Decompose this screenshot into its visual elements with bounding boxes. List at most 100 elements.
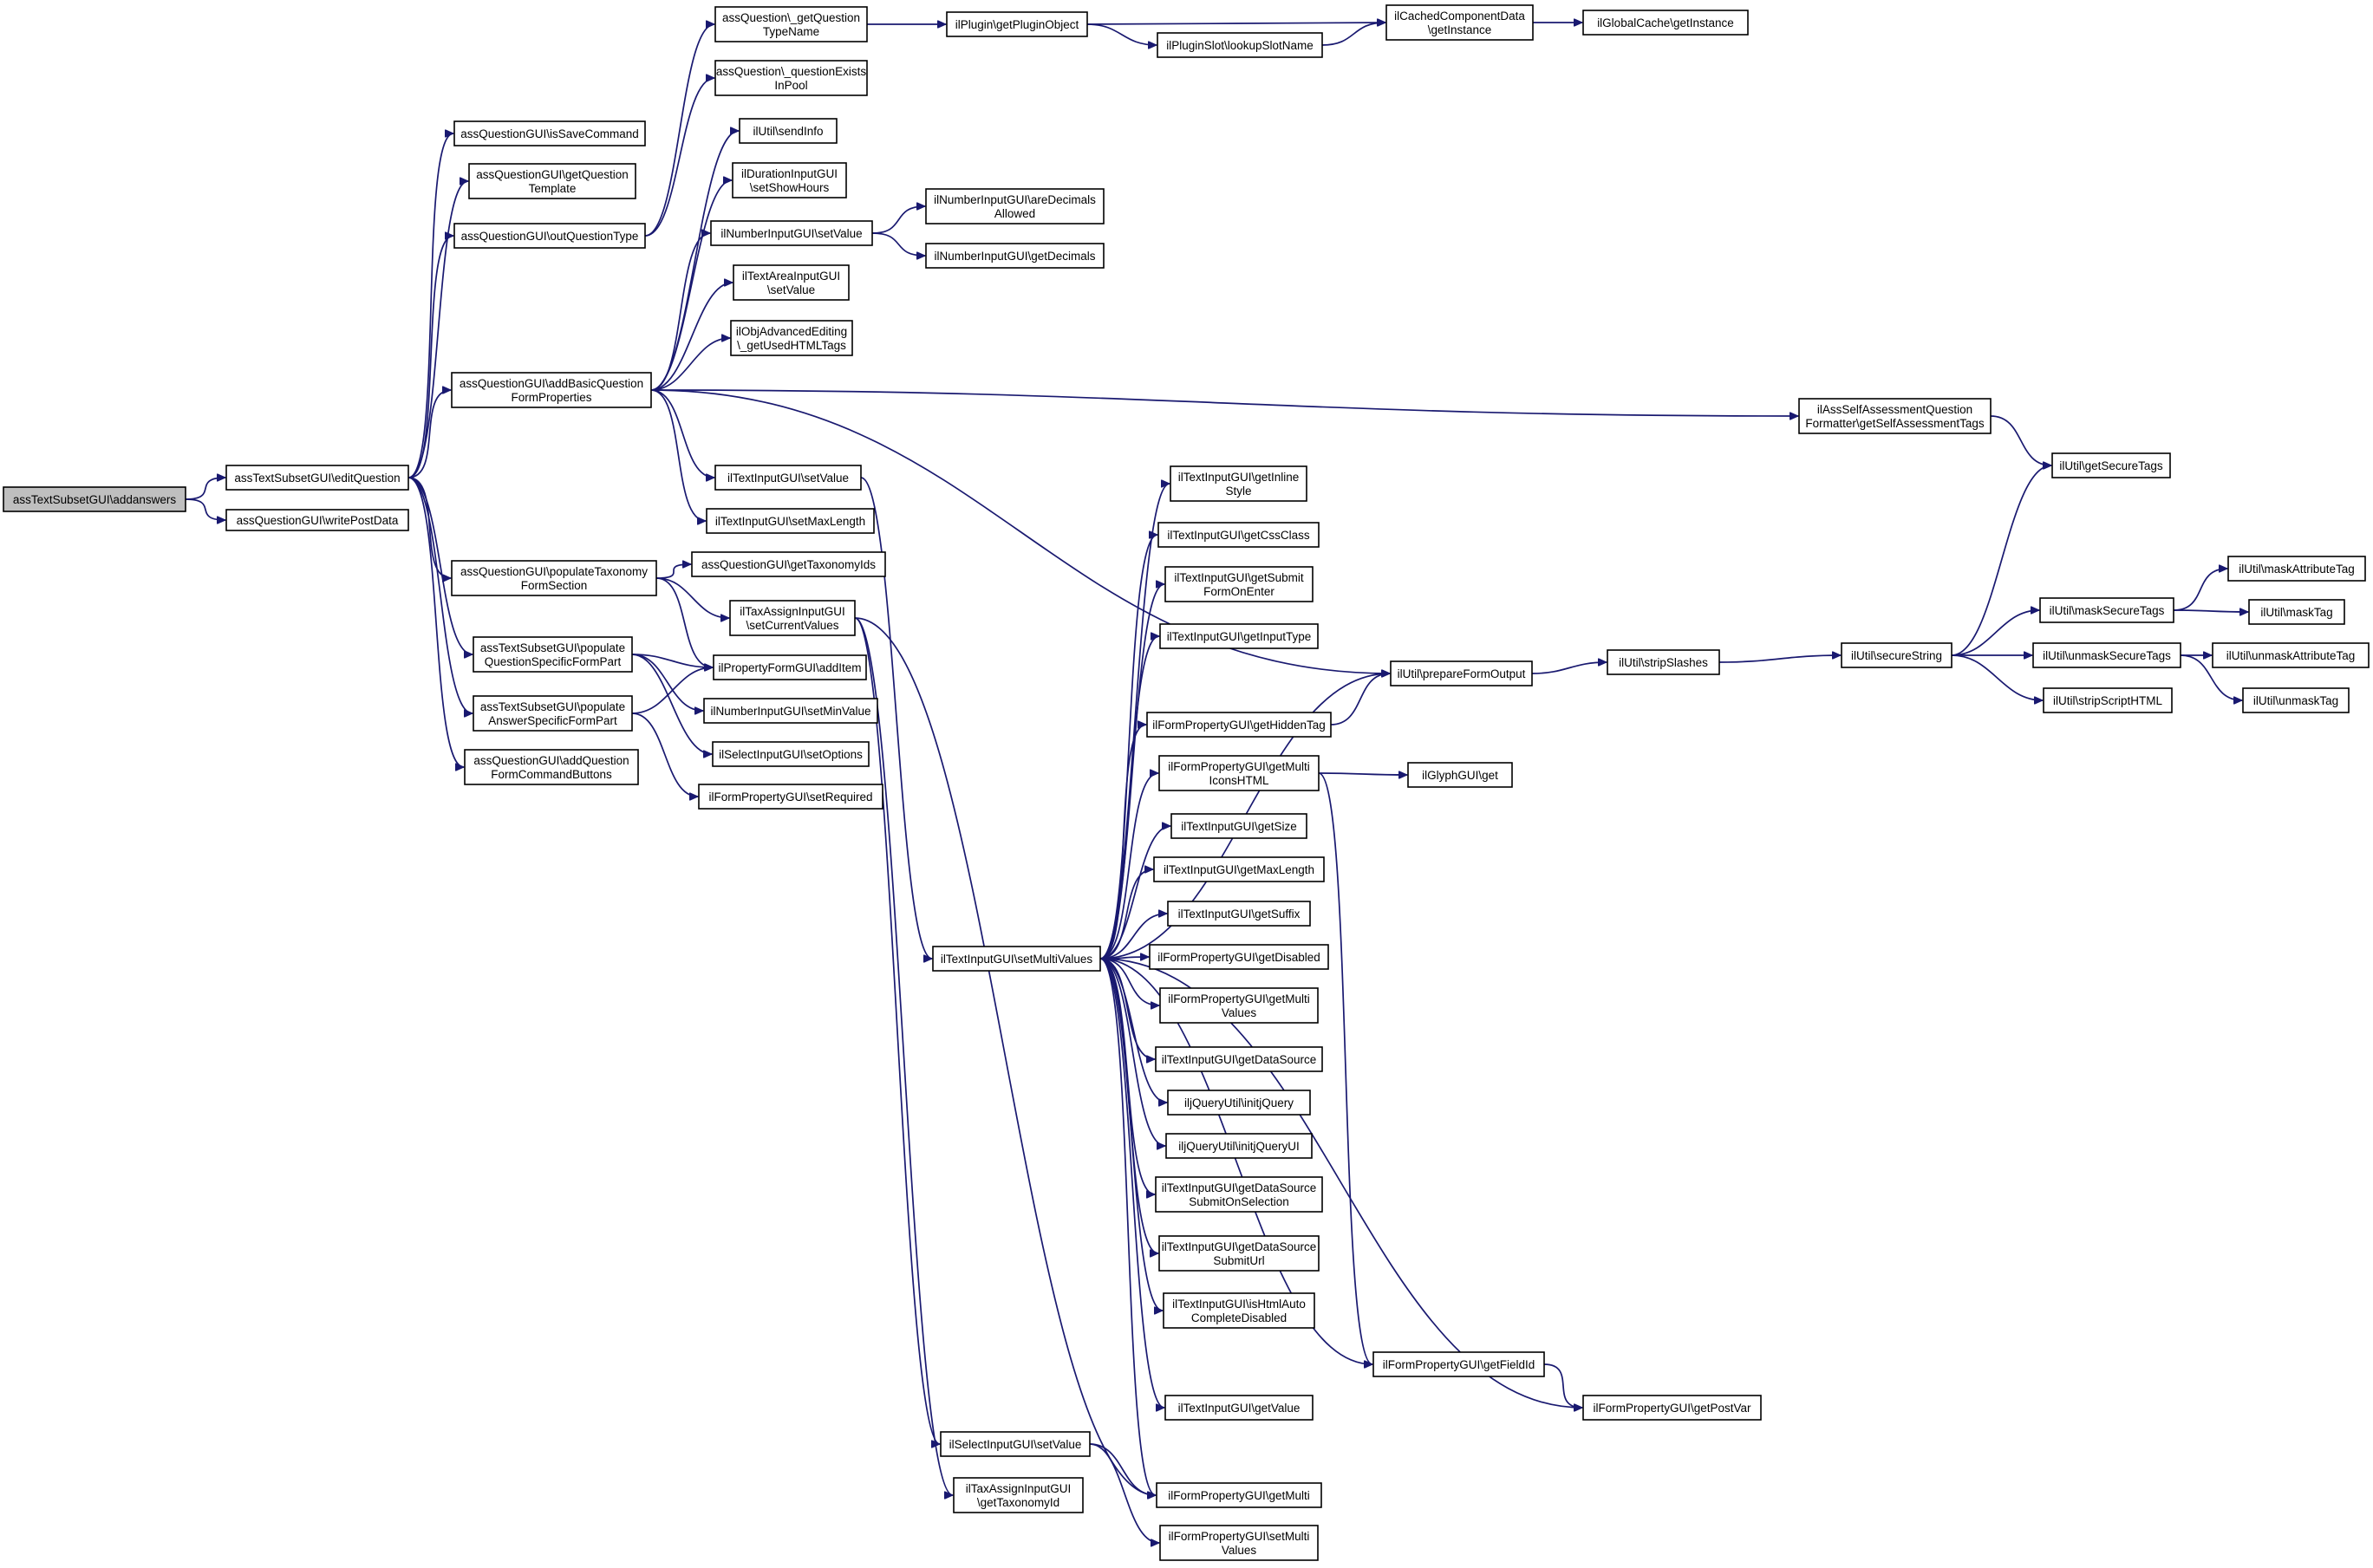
node-get-tax-ids[interactable]: assQuestionGUI\getTaxonomyIds xyxy=(691,551,886,577)
node-ti-get-val[interactable]: ilTextInputGUI\getValue xyxy=(1164,1395,1314,1421)
node-box xyxy=(2051,452,2171,478)
node-fp-set-req[interactable]: ilFormPropertyGUI\setRequired xyxy=(698,784,883,810)
node-html-auto[interactable]: ilTextInputGUI\isHtmlAutoCompleteDisable… xyxy=(1163,1292,1315,1329)
node-hidden[interactable]: ilFormPropertyGUI\getHiddenTag xyxy=(1146,712,1332,738)
node-edit[interactable]: assTextSubsetGUI\editQuestion xyxy=(225,465,409,491)
node-box xyxy=(1159,1525,1319,1561)
node-obj-adv[interactable]: ilObjAdvancedEditing\_getUsedHTMLTags xyxy=(730,320,853,356)
node-num-set-val[interactable]: ilNumberInputGUI\setValue xyxy=(710,220,873,246)
node-sat[interactable]: ilAssSelfAssessmentQuestionFormatter\get… xyxy=(1798,398,1992,434)
edge-multi-icons-to-glyph xyxy=(1318,773,1407,775)
node-label: FormOnEnter xyxy=(1203,585,1275,598)
edge-path xyxy=(631,712,698,797)
node-set-multi[interactable]: ilTextInputGUI\setMultiValues xyxy=(932,946,1101,972)
node-input-type[interactable]: ilTextInputGUI\getInputType xyxy=(1159,623,1319,649)
node-box xyxy=(698,784,883,810)
node-get-suffix[interactable]: ilTextInputGUI\getSuffix xyxy=(1167,901,1311,927)
node-dur-hours[interactable]: ilDurationInputGUI\setShowHours xyxy=(732,162,847,198)
node-ds-sub-sel[interactable]: ilTextInputGUI\getDataSourceSubmitOnSele… xyxy=(1155,1176,1323,1213)
node-get-size[interactable]: ilTextInputGUI\getSize xyxy=(1170,813,1307,839)
node-box xyxy=(1159,987,1319,1024)
node-slot-name[interactable]: ilPluginSlot\lookupSlotName xyxy=(1157,32,1323,58)
node-glyph[interactable]: ilGlyphGUI\get xyxy=(1407,762,1513,788)
node-strip[interactable]: ilUtil\stripSlashes xyxy=(1607,649,1720,675)
node-field-id[interactable]: ilFormPropertyGUI\getFieldId xyxy=(1372,1351,1545,1377)
edge-edit-to-pop-qs xyxy=(407,477,473,654)
node-ta-set-val[interactable]: ilTextAreaInputGUI\setValue xyxy=(733,264,850,301)
node-unmask-sec[interactable]: ilUtil\unmaskSecureTags xyxy=(2032,642,2181,668)
node-box xyxy=(473,636,633,673)
node-out-qt[interactable]: assQuestionGUI\outQuestionType xyxy=(453,223,646,249)
node-post-var[interactable]: ilFormPropertyGUI\getPostVar xyxy=(1582,1395,1762,1421)
node-get-max-len[interactable]: ilTextInputGUI\getMaxLength xyxy=(1153,856,1325,882)
node-label: Values xyxy=(1222,1544,1257,1557)
edge-set-multi-to-get-ds xyxy=(1099,958,1155,1059)
node-tax-set-cur[interactable]: ilTaxAssignInputGUI\setCurrentValues xyxy=(729,600,856,636)
node-label: CompleteDisabled xyxy=(1191,1311,1287,1324)
node-get-sec-tags[interactable]: ilUtil\getSecureTags xyxy=(2051,452,2171,478)
node-get-ds[interactable]: ilTextInputGUI\getDataSource xyxy=(1155,1046,1323,1072)
node-mask-attr[interactable]: ilUtil\maskAttributeTag xyxy=(2227,556,2366,582)
edge-path xyxy=(1099,869,1153,960)
node-strip-script[interactable]: ilUtil\stripScriptHTML xyxy=(2043,687,2173,713)
node-num-set-min[interactable]: ilNumberInputGUI\setMinValue xyxy=(703,698,878,724)
node-fp-get-multi[interactable]: ilFormPropertyGUI\getMulti xyxy=(1156,1482,1322,1508)
node-mask-tag[interactable]: ilUtil\maskTag xyxy=(2248,599,2345,625)
node-unmask-attr[interactable]: ilUtil\unmaskAttributeTag xyxy=(2212,642,2370,668)
edge-add-basic-to-sat xyxy=(650,389,1798,416)
node-label: \getTaxonomyId xyxy=(977,1496,1059,1509)
node-gc-inst[interactable]: ilGlobalCache\getInstance xyxy=(1582,10,1749,36)
node-pop-tax[interactable]: assQuestionGUI\populateTaxonomyFormSecti… xyxy=(451,560,657,596)
node-sel-set-val[interactable]: ilSelectInputGUI\setValue xyxy=(940,1431,1091,1457)
node-prep-out[interactable]: ilUtil\prepareFormOutput xyxy=(1390,660,1533,686)
node-jq[interactable]: iljQueryUtil\initjQuery xyxy=(1167,1090,1311,1116)
node-ti-set-max[interactable]: ilTextInputGUI\setMaxLength xyxy=(706,508,875,534)
node-root[interactable]: assTextSubsetGUI\addanswers xyxy=(3,486,186,512)
node-mask-sec[interactable]: ilUtil\maskSecureTags xyxy=(2039,597,2174,623)
node-get-disabled[interactable]: ilFormPropertyGUI\getDisabled xyxy=(1149,944,1329,970)
node-css-class[interactable]: ilTextInputGUI\getCssClass xyxy=(1157,522,1320,548)
node-fp-set-multi[interactable]: ilFormPropertyGUI\setMultiValues xyxy=(1159,1525,1319,1561)
edge-path xyxy=(1543,1363,1582,1408)
node-pf-add[interactable]: ilPropertyFormGUI\addItem xyxy=(713,654,867,680)
node-box xyxy=(1167,1090,1311,1116)
node-tax-get-id[interactable]: ilTaxAssignInputGUI\getTaxonomyId xyxy=(953,1477,1084,1513)
node-send-info[interactable]: ilUtil\sendInfo xyxy=(739,118,838,144)
node-box xyxy=(3,486,186,512)
node-add-cmd[interactable]: assQuestionGUI\addQuestionFormCommandBut… xyxy=(464,749,639,785)
node-num-get-dec[interactable]: ilNumberInputGUI\getDecimals xyxy=(925,243,1105,269)
node-pop-qs[interactable]: assTextSubsetGUI\populateQuestionSpecifi… xyxy=(473,636,633,673)
node-jqui[interactable]: iljQueryUtil\initjQueryUI xyxy=(1165,1133,1313,1159)
edge-path xyxy=(650,283,733,391)
node-label: InPool xyxy=(774,79,807,92)
node-is-save[interactable]: assQuestionGUI\isSaveCommand xyxy=(453,120,646,146)
node-plug-obj[interactable]: ilPlugin\getPluginObject xyxy=(946,11,1088,37)
edge-set-multi-to-get-multi-vals xyxy=(1099,958,1159,1005)
node-cc-inst[interactable]: ilCachedComponentData\getInstance xyxy=(1385,4,1534,41)
node-label: Template xyxy=(529,182,577,195)
node-label: iljQueryUtil\initjQueryUI xyxy=(1178,1140,1300,1153)
node-label: ilTextInputGUI\getInline xyxy=(1178,471,1300,484)
node-box xyxy=(2039,597,2174,623)
node-ti-set-val[interactable]: ilTextInputGUI\setValue xyxy=(714,465,862,491)
node-label: ilUtil\maskSecureTags xyxy=(2050,604,2165,617)
node-sel-set-opt[interactable]: ilSelectInputGUI\setOptions xyxy=(712,741,870,767)
edge-path xyxy=(407,236,453,478)
node-pop-as[interactable]: assTextSubsetGUI\populateAnswerSpecificF… xyxy=(473,695,633,732)
node-box xyxy=(2043,687,2173,713)
node-unmask-tag[interactable]: ilUtil\unmaskTag xyxy=(2242,687,2350,713)
edge-path xyxy=(1086,23,1385,24)
node-sec-str[interactable]: ilUtil\secureString xyxy=(1841,642,1953,668)
node-add-basic[interactable]: assQuestionGUI\addBasicQuestionFormPrope… xyxy=(451,372,652,408)
node-wpd[interactable]: assQuestionGUI\writePostData xyxy=(225,509,409,531)
node-label: ilTaxAssignInputGUI xyxy=(966,1482,1072,1495)
